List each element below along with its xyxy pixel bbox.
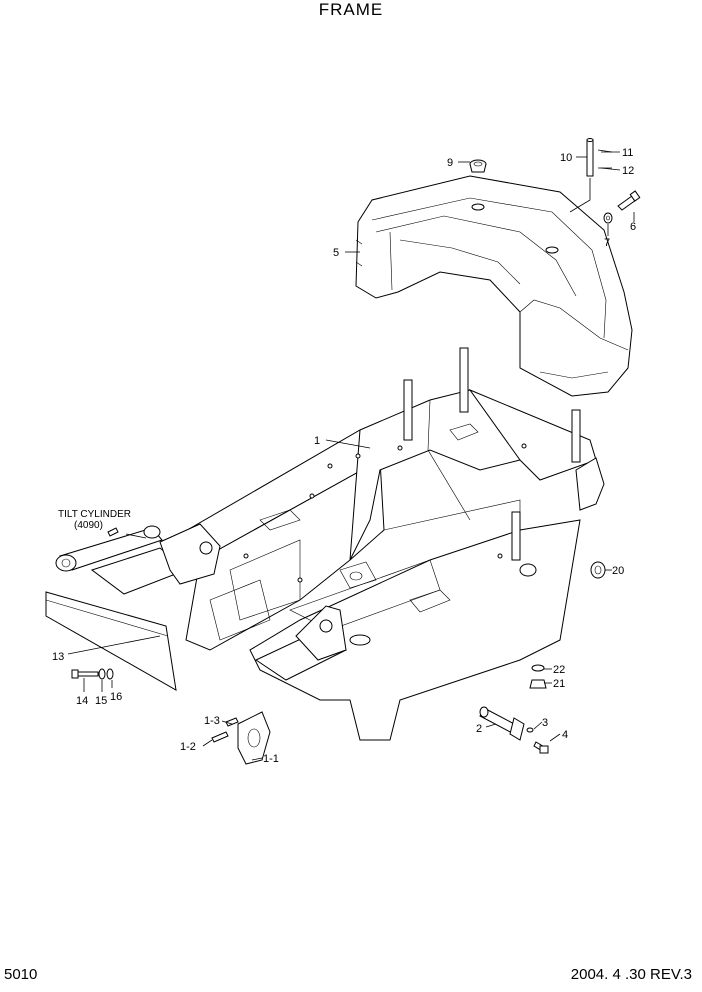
callout-16: 16 [110,691,122,703]
callout-4: 4 [562,729,568,741]
callout-1-2: 1-2 [180,741,196,753]
callout-22: 22 [553,664,565,676]
bolt-14-part [71,668,114,680]
callout-21: 21 [553,678,565,690]
callout-7: 7 [604,237,610,249]
callout-11: 11 [622,147,633,159]
callout-12: 12 [622,165,634,177]
revision-date: 2004. 4 .30 REV.3 [570,966,692,983]
callout-14: 14 [76,695,88,707]
page-title: FRAME [318,0,384,19]
callout-20: 20 [612,565,624,577]
callout-9: 9 [447,157,453,169]
callout-1-3: 1-3 [204,715,220,727]
callout-3: 3 [542,717,548,729]
main-frame-part [90,347,605,741]
callout-10: 10 [560,152,572,164]
mast-cap-part [211,711,271,765]
bottom-plate-part [45,591,177,691]
callout-13: 13 [52,651,64,663]
nut-21-part [529,664,547,689]
callout-tilt-cylinder: TILT CYLINDER [58,509,131,520]
callout-6: 6 [630,221,636,233]
callout-5: 5 [333,247,339,259]
page-number: 5010 [4,966,38,983]
callout-2: 2 [476,723,482,735]
pin-2-part [479,706,549,754]
bolt-washer-part [603,190,641,224]
leader-lines [67,151,635,761]
tilt-cylinder-part [55,525,163,572]
pin-part [569,138,613,213]
callout-15: 15 [95,695,107,707]
callout-1-1: 1-1 [263,753,279,765]
callout-tilt-ref: (4090) [74,520,103,531]
counterweight-part [355,175,633,397]
callout-1: 1 [314,435,320,447]
plug-20-part [590,561,606,579]
lifting-eye-part [469,159,487,173]
